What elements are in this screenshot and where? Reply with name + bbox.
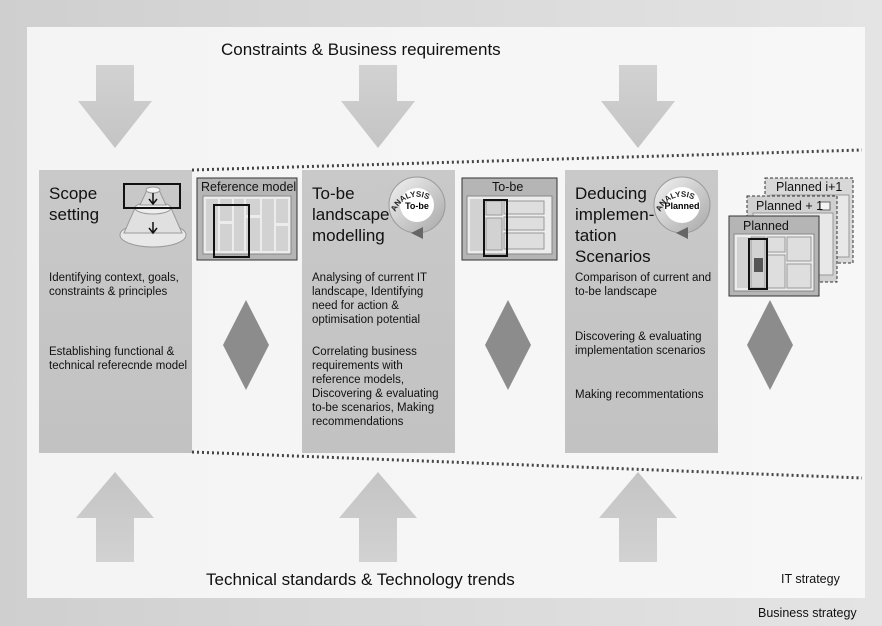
it-strategy-label: IT strategy: [781, 572, 840, 586]
diamond-icon: [747, 300, 793, 390]
diamond-icon: [485, 300, 531, 390]
phase-text-deducing-2: Discovering & evaluating implementation …: [575, 331, 706, 357]
planned-i-plus-1-label: Planned i+1: [776, 180, 843, 194]
to-be-card: [461, 177, 558, 261]
diamond-icon: [223, 300, 269, 390]
planned-card: [728, 215, 820, 297]
phase-text-tobe-1: Analysing of current IT landscape, Ident…: [312, 272, 427, 326]
phase-text-scope-1: Identifying context, goals, constraints …: [49, 272, 179, 298]
phase-title-scope: Scope setting: [49, 184, 100, 224]
analysis-design-cycle-icon: ANALYSIS To-be: [388, 176, 446, 239]
down-arrow-icon: [601, 65, 675, 148]
up-arrow-icon: [599, 472, 677, 562]
down-arrow-icon: [341, 65, 415, 148]
lower-dotted-line: [191, 450, 863, 480]
upper-dotted-line: [191, 148, 863, 172]
bottom-heading: Technical standards & Technology trends: [206, 570, 515, 589]
phase-text-deducing-3: Making recommentations: [575, 389, 704, 401]
up-arrow-icon: [339, 472, 417, 562]
phase-text-tobe-2: Correlating business requirements with r…: [312, 346, 439, 428]
scope-cone-icon: [119, 183, 187, 248]
reference-model-card: [196, 177, 298, 261]
phase-title-tobe: To-be landscape modelling: [312, 184, 390, 245]
phase-text-deducing-1: Comparison of current and to-be landscap…: [575, 272, 712, 298]
planned-plus-1-label: Planned + 1: [756, 199, 824, 213]
business-strategy-label: Business strategy: [758, 606, 857, 620]
top-heading: Constraints & Business requirements: [221, 40, 501, 59]
down-arrow-icon: [78, 65, 152, 148]
planned-label: Planned: [743, 219, 789, 233]
phase-text-scope-2: Establishing functional & technical refe…: [49, 346, 188, 372]
cycle-center-tobe: To-be: [405, 201, 429, 211]
up-arrow-icon: [76, 472, 154, 562]
phase-title-deducing: Deducing implemen-tation Scenarios: [575, 184, 655, 266]
reference-model-label: Reference model: [201, 180, 297, 194]
to-be-label: To-be: [492, 180, 524, 194]
cycle-center-planned: Planned: [664, 201, 699, 211]
analysis-design-cycle-icon: ANALYSIS Planned: [653, 176, 711, 239]
